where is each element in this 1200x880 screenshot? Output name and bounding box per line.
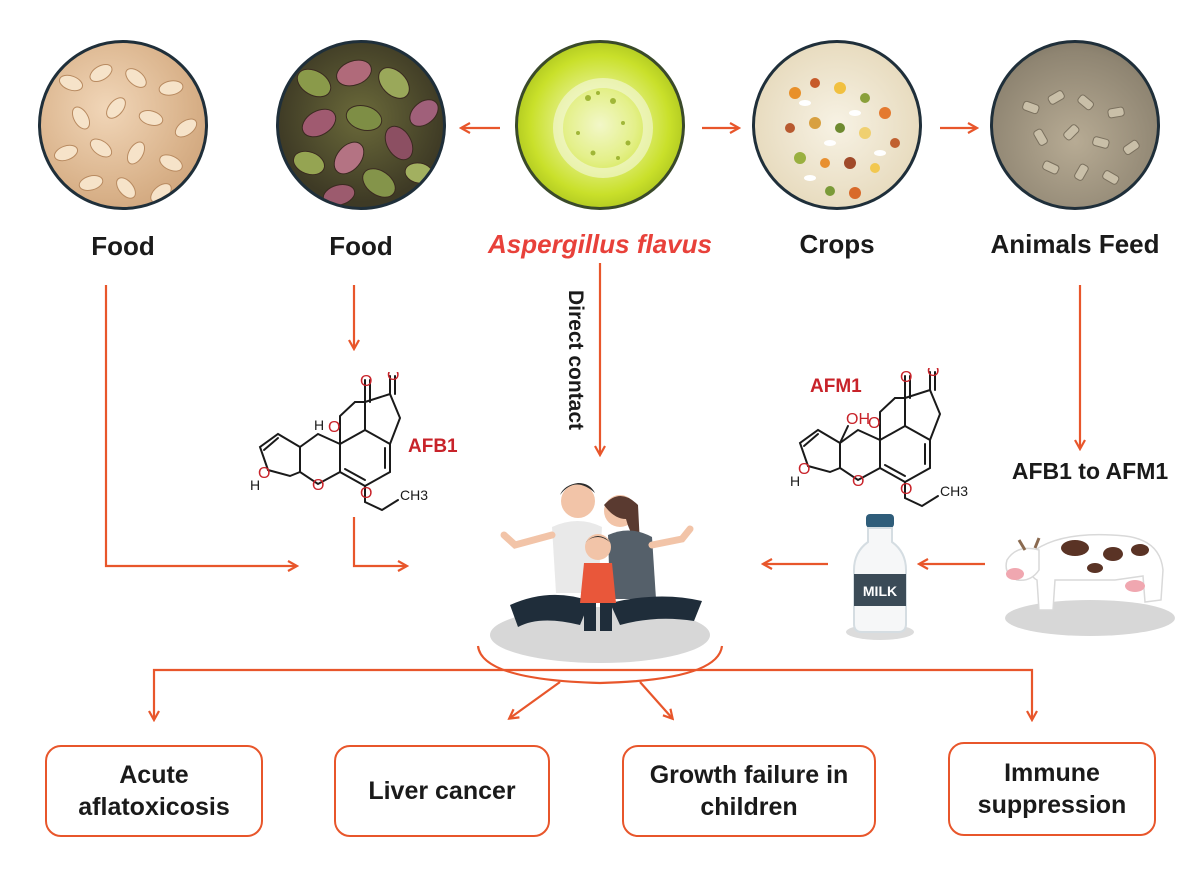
cow-illustration bbox=[1005, 533, 1175, 636]
afm1-o-6: O bbox=[900, 481, 912, 498]
arrow-to-acute bbox=[154, 668, 600, 719]
afm1-o-5: O bbox=[927, 368, 939, 380]
afb1-o-5: O bbox=[387, 372, 399, 384]
outcome-acute-line1: Acute bbox=[119, 760, 189, 789]
afm1-h: H bbox=[790, 473, 800, 489]
arrow-to-liver bbox=[510, 681, 561, 718]
outcome-immune-line2: suppression bbox=[977, 791, 1127, 819]
oats-image bbox=[38, 40, 208, 210]
food-label-1: Food bbox=[91, 231, 155, 261]
outcome-growth-line1: Growth failure in bbox=[649, 760, 849, 789]
aspergillus-culture-image bbox=[515, 40, 685, 210]
afm1-label: AFM1 bbox=[810, 376, 862, 397]
afb1-o-2: O bbox=[258, 465, 270, 482]
afb1-o-1: O bbox=[328, 419, 340, 436]
afb1-h-1: H bbox=[314, 417, 324, 433]
afb1-h-2: H bbox=[250, 477, 260, 493]
animal-feed-image bbox=[990, 40, 1160, 210]
direct-contact-label: Direct contact bbox=[564, 289, 587, 431]
outcome-liver-line1: Liver cancer bbox=[368, 776, 516, 805]
arrow-afb1-to-family bbox=[352, 517, 406, 566]
afb1-ch3: CH3 bbox=[400, 487, 428, 503]
pistachio-image bbox=[276, 40, 446, 210]
afm1-o-1: O bbox=[868, 415, 880, 432]
afm1-o-2: O bbox=[798, 461, 810, 478]
outcome-liver-cancer: Liver cancer bbox=[334, 745, 550, 837]
outcome-growth-failure: Growth failure in children bbox=[622, 745, 876, 837]
fungus-label: Aspergillus flavus bbox=[488, 229, 712, 259]
afm1-oh: OH bbox=[846, 411, 870, 428]
outcome-acute-line2: aflatoxicosis bbox=[78, 793, 230, 821]
outcome-acute-aflatoxicosis: Acute aflatoxicosis bbox=[45, 745, 263, 837]
family-illustration bbox=[490, 483, 710, 663]
food-label-2: Food bbox=[329, 231, 393, 261]
afm1-structure: O O O O O O OH H CH3 bbox=[790, 368, 968, 508]
milk-bottle: MILK bbox=[846, 514, 914, 640]
outcome-immune-suppression: Immune suppression bbox=[948, 742, 1156, 836]
outcome-growth-line2: children bbox=[700, 793, 798, 821]
crops-image bbox=[752, 40, 922, 210]
afm1-ch3: CH3 bbox=[940, 483, 968, 499]
outcome-immune-line1: Immune bbox=[1004, 758, 1100, 787]
arrow-to-growth bbox=[639, 681, 672, 718]
arrow-to-immune bbox=[600, 668, 1032, 719]
crops-label: Crops bbox=[799, 229, 875, 259]
afm1-o-3: O bbox=[852, 473, 864, 490]
afm1-o-4: O bbox=[900, 369, 912, 386]
conversion-label: AFB1 to AFM1 bbox=[1011, 458, 1169, 484]
afb1-structure: O O O O O O H H CH3 bbox=[250, 372, 428, 512]
afb1-o-3: O bbox=[312, 477, 324, 494]
animals-feed-label: Animals Feed bbox=[990, 229, 1160, 259]
afb1-o-4: O bbox=[360, 373, 372, 390]
milk-bottle-label: MILK bbox=[863, 583, 897, 599]
afb1-o-6: O bbox=[360, 485, 372, 502]
afb1-label: AFB1 bbox=[408, 436, 458, 457]
